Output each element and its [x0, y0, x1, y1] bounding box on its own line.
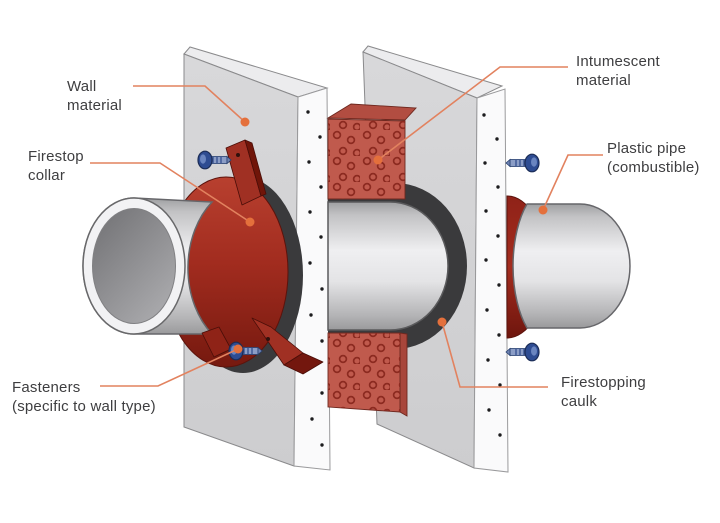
- label-intumescent-material: Intumescent material: [576, 52, 660, 90]
- leader-dot-caulk: [437, 317, 447, 327]
- firestop-collar-assembly: [82, 139, 324, 375]
- pipe-open-end-bore: [92, 208, 176, 324]
- collar-tab-hole-bottom: [266, 337, 270, 341]
- label-plastic-pipe-line1: Plastic pipe: [607, 140, 687, 157]
- label-caulk-line1: Firestopping: [561, 374, 646, 391]
- label-firestop-collar: Firestop collar: [28, 147, 84, 185]
- leader-plastic-pipe: [542, 154, 603, 211]
- label-firestop-collar-line2: collar: [28, 167, 66, 184]
- label-wall-material-line2: material: [67, 97, 122, 114]
- leader-fasteners: [100, 348, 239, 387]
- intumescent-upper-top-face: [326, 103, 417, 121]
- leader-dot-intumescent: [373, 155, 383, 165]
- leader-dot-firestop-collar: [245, 217, 255, 227]
- label-firestopping-caulk: Firestopping caulk: [561, 373, 646, 411]
- intumescent-block-upper: [326, 103, 417, 200]
- label-wall-material: Wall material: [67, 77, 122, 115]
- leader-lines: [90, 66, 603, 388]
- screw-right-top: [505, 153, 540, 173]
- label-firestop-collar-line1: Firestop: [28, 148, 84, 165]
- wall-right-fastener-holes: [482, 113, 502, 437]
- pipe-right-section: [506, 195, 631, 339]
- leader-intumescent: [377, 66, 568, 161]
- label-intumescent-line2: material: [576, 72, 631, 89]
- leader-dot-fasteners: [233, 344, 243, 354]
- label-plastic-pipe-line2: (combustible): [607, 159, 700, 176]
- label-fasteners-line2: (specific to wall type): [12, 398, 156, 415]
- intumescent-block-lower: [327, 332, 408, 417]
- wall-left-edge-strip: [293, 87, 331, 471]
- collar-tab-top-side: [244, 139, 267, 197]
- collar-tab-hole-top: [236, 153, 240, 157]
- wall-cavity-section: [326, 103, 467, 417]
- label-plastic-pipe: Plastic pipe (combustible): [607, 139, 700, 177]
- leader-caulk: [441, 321, 548, 388]
- label-intumescent-line1: Intumescent: [576, 53, 660, 70]
- leader-dot-plastic-pipe: [538, 205, 548, 215]
- label-fasteners-line1: Fasteners: [12, 379, 81, 396]
- screw-right-bottom: [505, 342, 540, 362]
- collar-mounting-tabs: [201, 139, 324, 375]
- label-caulk-line2: caulk: [561, 393, 598, 410]
- plastic-pipe-right: [512, 203, 631, 329]
- leader-dot-wall-material: [240, 117, 250, 127]
- label-fasteners: Fasteners (specific to wall type): [12, 378, 156, 416]
- leader-dots: [233, 117, 548, 354]
- collar-tab-bottom-right-flap: [283, 352, 324, 375]
- wall-right-edge-strip: [473, 88, 509, 473]
- leader-firestop-collar: [90, 162, 251, 223]
- plastic-pipe-mid: [327, 201, 449, 331]
- intumescent-lower-side-face: [399, 332, 408, 417]
- leader-wall-material: [133, 85, 246, 123]
- label-wall-material-line1: Wall: [67, 78, 97, 95]
